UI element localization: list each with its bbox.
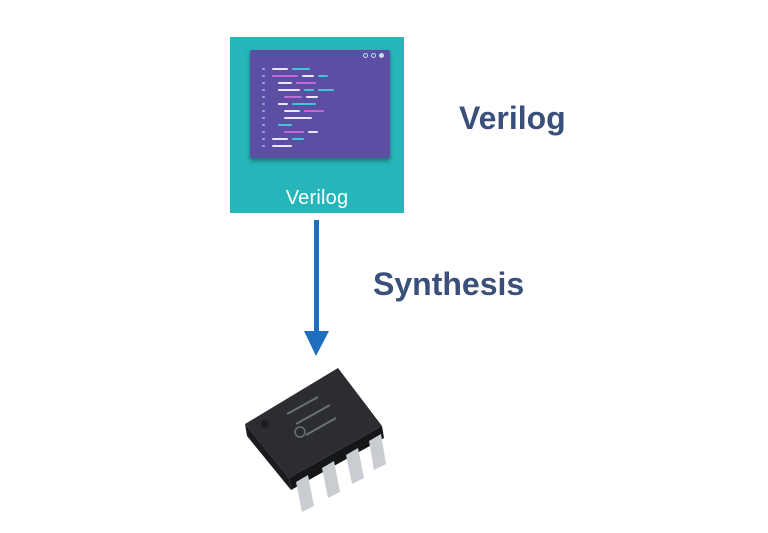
window-dot-icon — [379, 53, 384, 58]
chip-markings — [286, 396, 337, 436]
chip-leg — [322, 461, 340, 498]
window-dot-icon — [371, 53, 376, 58]
synthesis-label: Synthesis — [373, 266, 525, 302]
verilog-title: Verilog — [459, 100, 566, 136]
chip-left-side — [245, 424, 291, 490]
arrow-shaft — [314, 220, 319, 333]
dip-8-ic-chip-icon — [245, 368, 386, 512]
chip-front-side — [289, 426, 384, 490]
window-title-bar — [250, 50, 390, 60]
chip-leg — [369, 434, 386, 470]
card-label: Verilog — [285, 187, 349, 209]
verilog-card: Verilog — [230, 37, 404, 213]
chip-leg — [296, 475, 314, 512]
code-editor-window-icon — [250, 50, 390, 158]
chip-top — [245, 368, 382, 478]
chip-logo — [294, 426, 306, 438]
pin-1-notch — [261, 420, 269, 428]
arrow-head-icon — [304, 331, 329, 356]
window-dot-icon — [363, 53, 368, 58]
chip-leg — [346, 448, 364, 484]
synthesis-arrow — [304, 220, 329, 356]
